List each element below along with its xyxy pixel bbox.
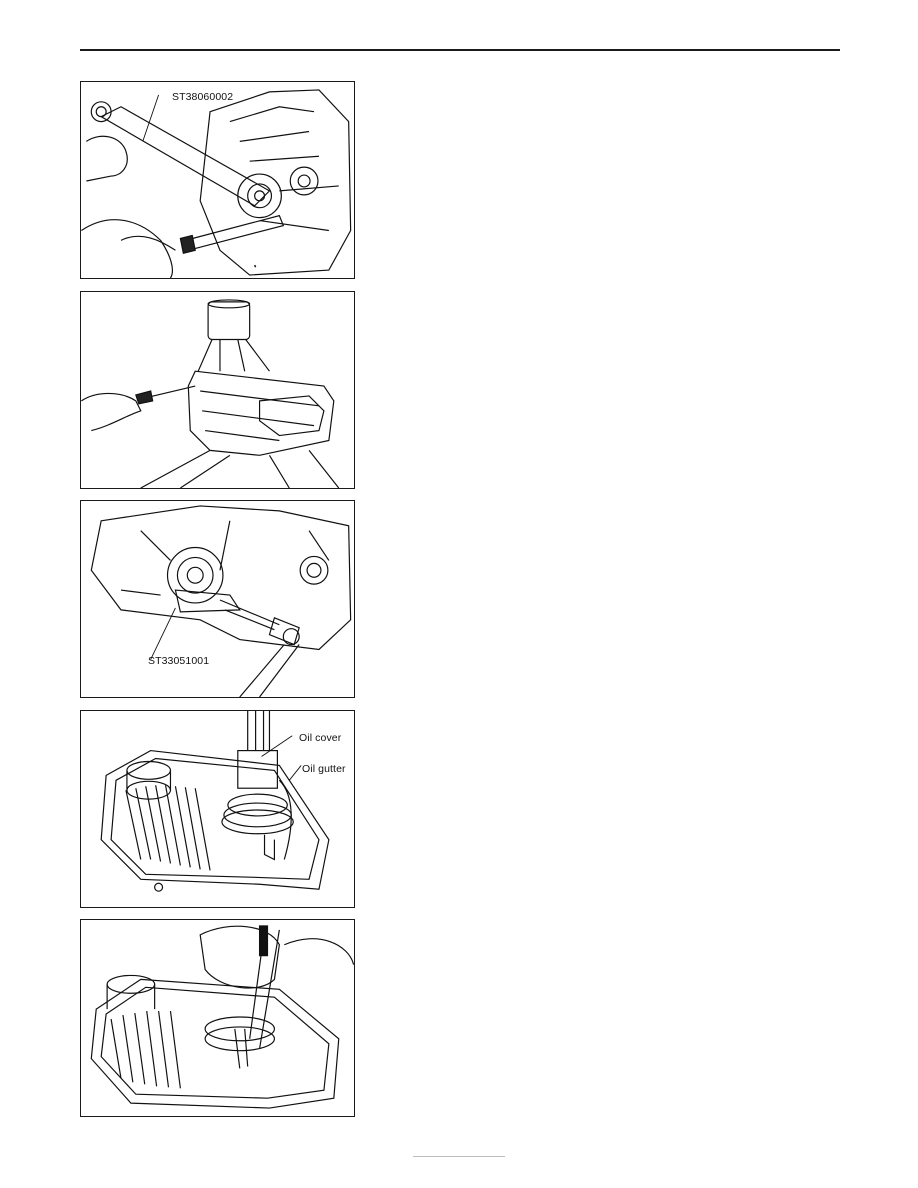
drawing-puller (90, 505, 352, 697)
drawing-press-case (81, 299, 340, 488)
figure-oil-cover-gutter: Oil cover Oil gutter (80, 710, 355, 908)
footer-mark (413, 1156, 505, 1157)
callout-tool-number: ST38060002 (172, 91, 234, 103)
callout-tool-number: ST33051001 (148, 655, 210, 667)
drawing-wrench-removal (81, 89, 352, 278)
header-rule (80, 49, 840, 51)
figure-snap-ring-removal (80, 919, 355, 1117)
figure-companion-flange-nut: ST38060002 (80, 81, 355, 279)
callout-oil-cover: Oil cover (299, 732, 342, 744)
figure-case-press (80, 291, 355, 489)
figure-bearing-puller: ST33051001 (80, 500, 355, 698)
drawing-chain-and-shaft (100, 711, 330, 892)
callout-oil-gutter: Oil gutter (302, 763, 346, 775)
drawing-snap-ring-pliers (90, 925, 354, 1109)
